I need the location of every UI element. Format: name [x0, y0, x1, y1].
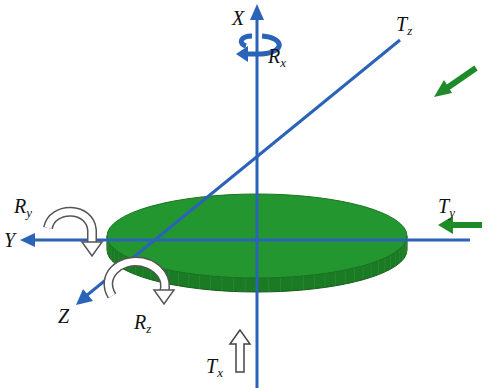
- translation-name: Tz: [396, 14, 412, 37]
- rim-stroke: [114, 249, 115, 263]
- rim-stroke: [108, 243, 109, 257]
- axis-name: X: [232, 8, 244, 28]
- rim-stroke: [402, 246, 403, 260]
- rim-stroke: [395, 252, 396, 266]
- rim-stroke: [303, 276, 304, 290]
- rim-stroke: [233, 278, 234, 292]
- tz-arrowhead: [434, 80, 452, 97]
- rim-stroke: [371, 263, 372, 277]
- rz-arrowhead: [154, 290, 174, 304]
- rim-stroke: [188, 273, 189, 287]
- rim-stroke: [199, 275, 200, 289]
- rim-stroke: [245, 278, 246, 292]
- rim-stroke: [384, 258, 385, 272]
- translation-name: Tx: [206, 356, 223, 379]
- ry-rotation-arrow-outline: [48, 212, 92, 242]
- rim-stroke: [178, 272, 179, 286]
- z-arrowhead: [76, 289, 93, 305]
- rim-stroke: [210, 276, 211, 290]
- translation-name: Ty: [438, 196, 455, 219]
- rim-stroke: [363, 266, 364, 280]
- rx-arrowhead: [236, 46, 248, 62]
- ry-arrowhead: [82, 242, 102, 256]
- rim-stroke: [280, 278, 281, 292]
- rim-stroke: [314, 275, 315, 289]
- rim-stroke: [354, 268, 355, 282]
- axis-name: Y: [4, 230, 15, 250]
- rim-stroke: [399, 249, 400, 263]
- z-axis: [86, 40, 400, 296]
- tz-arrow: [447, 68, 476, 88]
- y-axis: [32, 239, 470, 242]
- rim-stroke: [325, 273, 326, 287]
- rotation-name: Rz: [134, 312, 151, 335]
- rim-stroke: [335, 272, 336, 286]
- rotation-name: Ry: [14, 196, 32, 219]
- y-arrowhead: [20, 233, 35, 247]
- axis-name: Z: [58, 306, 69, 326]
- ty-arrow: [452, 222, 482, 228]
- x-axis: [256, 18, 259, 388]
- rim-stroke: [111, 246, 112, 260]
- rotation-name: Rx: [268, 46, 286, 69]
- rim-stroke: [405, 243, 406, 257]
- rim-stroke: [268, 278, 269, 292]
- ry-rotation-arrow: [48, 212, 92, 242]
- rim-stroke: [345, 270, 346, 284]
- rim-stroke: [292, 277, 293, 291]
- rim-stroke: [390, 255, 391, 269]
- rim-stroke: [222, 277, 223, 291]
- rim-stroke: [378, 261, 379, 275]
- x-arrowhead: [250, 4, 264, 20]
- tx-arrow: [230, 330, 250, 372]
- rx-rotation-arrow-back: [241, 36, 252, 46]
